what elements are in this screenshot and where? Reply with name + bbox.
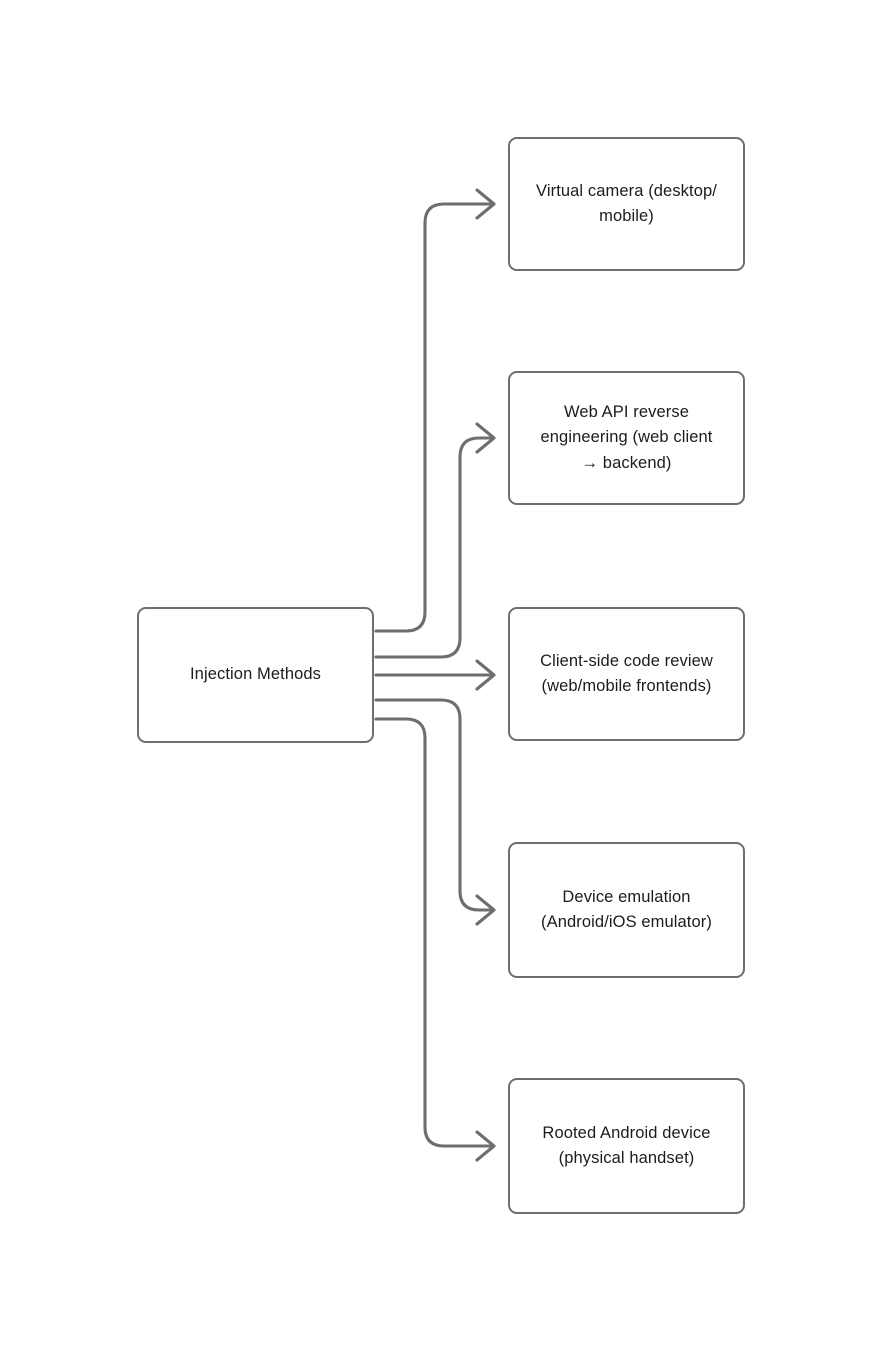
edge-injection-methods-to-virtual-camera	[374, 202, 494, 633]
node-client-side-code-review[interactable]: Client-side code review (web/mobile fron…	[508, 607, 745, 741]
arrowhead-virtual-camera	[475, 188, 496, 220]
arrowhead-device-emulation	[475, 894, 496, 926]
arrowhead-client-side-code-review	[475, 659, 496, 691]
node-label-virtual-camera: Virtual camera (desktop/ mobile)	[536, 181, 717, 225]
edge-injection-methods-to-web-api-reverse-engineering	[374, 436, 494, 659]
node-rooted-android-device[interactable]: Rooted Android device (physical handset)	[508, 1078, 745, 1214]
node-label-device-emulation: Device emulation (Android/iOS emulator)	[541, 887, 712, 931]
node-device-emulation[interactable]: Device emulation (Android/iOS emulator)	[508, 842, 745, 978]
node-virtual-camera[interactable]: Virtual camera (desktop/ mobile)	[508, 137, 745, 271]
edge-injection-methods-to-rooted-android-device	[374, 717, 494, 1148]
node-label-client-side-code-review: Client-side code review (web/mobile fron…	[540, 651, 713, 695]
node-label-rooted-android-device: Rooted Android device (physical handset)	[542, 1123, 711, 1167]
arrowhead-web-api-reverse-engineering	[475, 422, 496, 454]
node-injection-methods[interactable]: Injection Methods	[137, 607, 374, 743]
node-label-injection-methods: Injection Methods	[189, 665, 322, 684]
node-web-api-reverse-engineering[interactable]: Web API reverse engineering (web client …	[508, 371, 745, 505]
node-label-web-api-reverse-engineering: Web API reverse engineering (web client …	[540, 403, 713, 472]
edge-injection-methods-to-device-emulation	[374, 698, 494, 912]
arrowhead-rooted-android-device	[475, 1130, 496, 1162]
